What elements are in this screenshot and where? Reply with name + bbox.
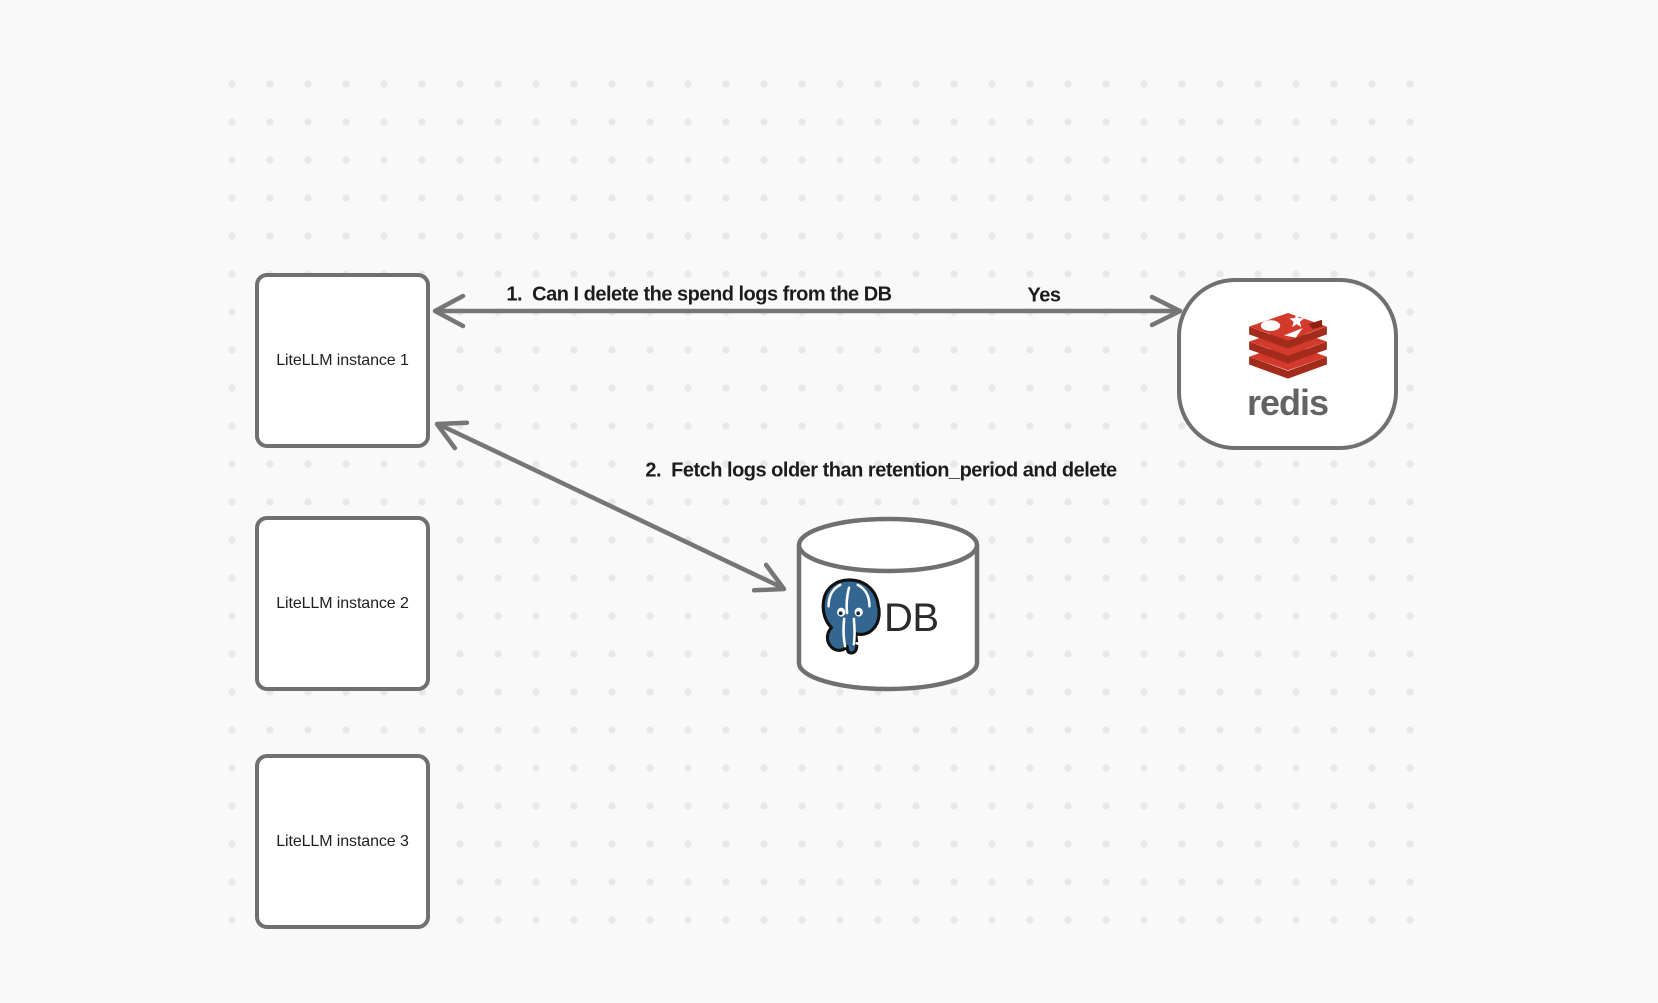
redis-node: redis bbox=[1177, 278, 1398, 450]
litellm-instance-1-label: LiteLLM instance 1 bbox=[276, 351, 409, 369]
redis-logo-icon bbox=[1248, 313, 1327, 379]
litellm-instance-1-node: LiteLLM instance 1 bbox=[255, 273, 430, 448]
litellm-instance-3-label: LiteLLM instance 3 bbox=[276, 832, 409, 850]
arrow-2-label: 2. Fetch logs older than retention_perio… bbox=[645, 459, 1117, 482]
arrow-1-response-label: Yes bbox=[1027, 284, 1061, 307]
litellm-instance-3-node: LiteLLM instance 3 bbox=[255, 754, 430, 929]
litellm-instance-2-node: LiteLLM instance 2 bbox=[255, 516, 430, 691]
arrow-1-label: 1. Can I delete the spend logs from the … bbox=[506, 283, 892, 306]
litellm-instance-2-label: LiteLLM instance 2 bbox=[276, 594, 409, 612]
redis-wordmark: redis bbox=[1246, 382, 1329, 423]
db-label: DB bbox=[884, 596, 939, 640]
postgresql-elephant-icon bbox=[821, 578, 881, 655]
